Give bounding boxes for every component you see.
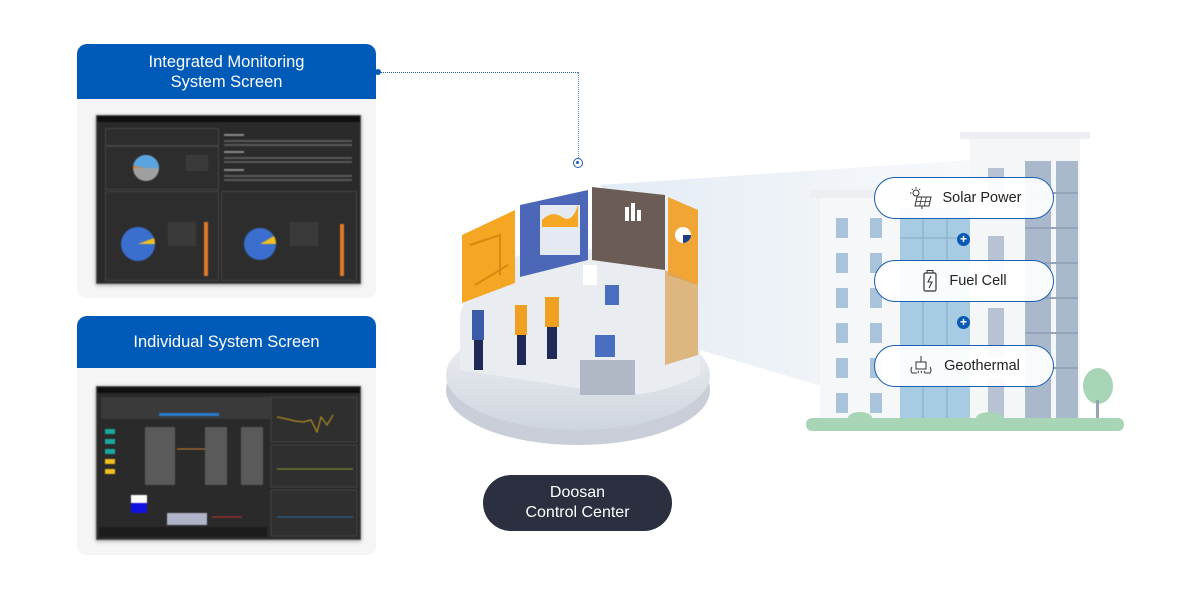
tall-glass-right — [1056, 161, 1078, 419]
window-titlebar — [97, 387, 360, 393]
control-center-line2: Control Center — [525, 504, 630, 521]
integrated-title-line2: System Screen — [170, 72, 283, 91]
ground-strip — [806, 418, 1124, 431]
individual-system-card: Individual System Screen — [77, 316, 376, 555]
process-diagram — [99, 396, 358, 537]
energy-solar-label: Solar Power — [942, 190, 1022, 206]
control-center-line1: Doosan — [549, 484, 606, 501]
integrated-title-line1: Integrated Monitoring — [148, 52, 305, 71]
control-room-illustration — [446, 187, 710, 445]
solar-panel-icon — [909, 187, 932, 209]
connector-line-vertical — [578, 72, 579, 160]
tree-canopy — [1083, 368, 1113, 404]
summary-panel — [105, 128, 219, 146]
individual-title: Individual System Screen — [133, 333, 320, 351]
geothermal-plant-icon — [910, 356, 932, 374]
pie-chart-top — [133, 155, 208, 181]
individual-system-header: Individual System Screen — [77, 316, 376, 368]
connector-line-horizontal — [378, 72, 578, 73]
pie-chart-left — [121, 222, 208, 276]
desk-front — [580, 360, 635, 395]
connector-target-pin-icon — [573, 158, 583, 168]
integrated-monitoring-screenshot — [96, 115, 361, 284]
energy-solar-power: Solar Power — [874, 177, 1054, 219]
plus-icon: + — [957, 233, 970, 246]
individual-system-screenshot — [96, 386, 361, 540]
window-titlebar — [97, 116, 360, 122]
pie-panel-left — [105, 191, 219, 281]
integrated-monitoring-header: Integrated Monitoring System Screen — [77, 44, 376, 99]
battery-bolt-icon — [923, 270, 937, 292]
operators — [472, 265, 635, 395]
energy-fuel-cell-label: Fuel Cell — [949, 273, 1007, 289]
tree-trunk — [1096, 400, 1099, 422]
screen-map — [462, 210, 515, 303]
plus-icon: + — [957, 316, 970, 329]
roof-tall — [960, 132, 1090, 139]
control-center-label: Doosan Control Center — [483, 475, 672, 531]
energy-geothermal: Geothermal — [874, 345, 1054, 387]
status-grid-panel — [221, 128, 357, 190]
pie-panel-top — [105, 146, 219, 190]
pie-chart-right — [244, 222, 344, 276]
screen-dashboard — [592, 187, 665, 270]
pie-panel-right — [221, 191, 357, 281]
status-grid — [224, 134, 352, 181]
integrated-monitoring-card: Integrated Monitoring System Screen — [77, 44, 376, 298]
energy-geothermal-label: Geothermal — [944, 358, 1020, 374]
energy-fuel-cell: Fuel Cell — [874, 260, 1054, 302]
